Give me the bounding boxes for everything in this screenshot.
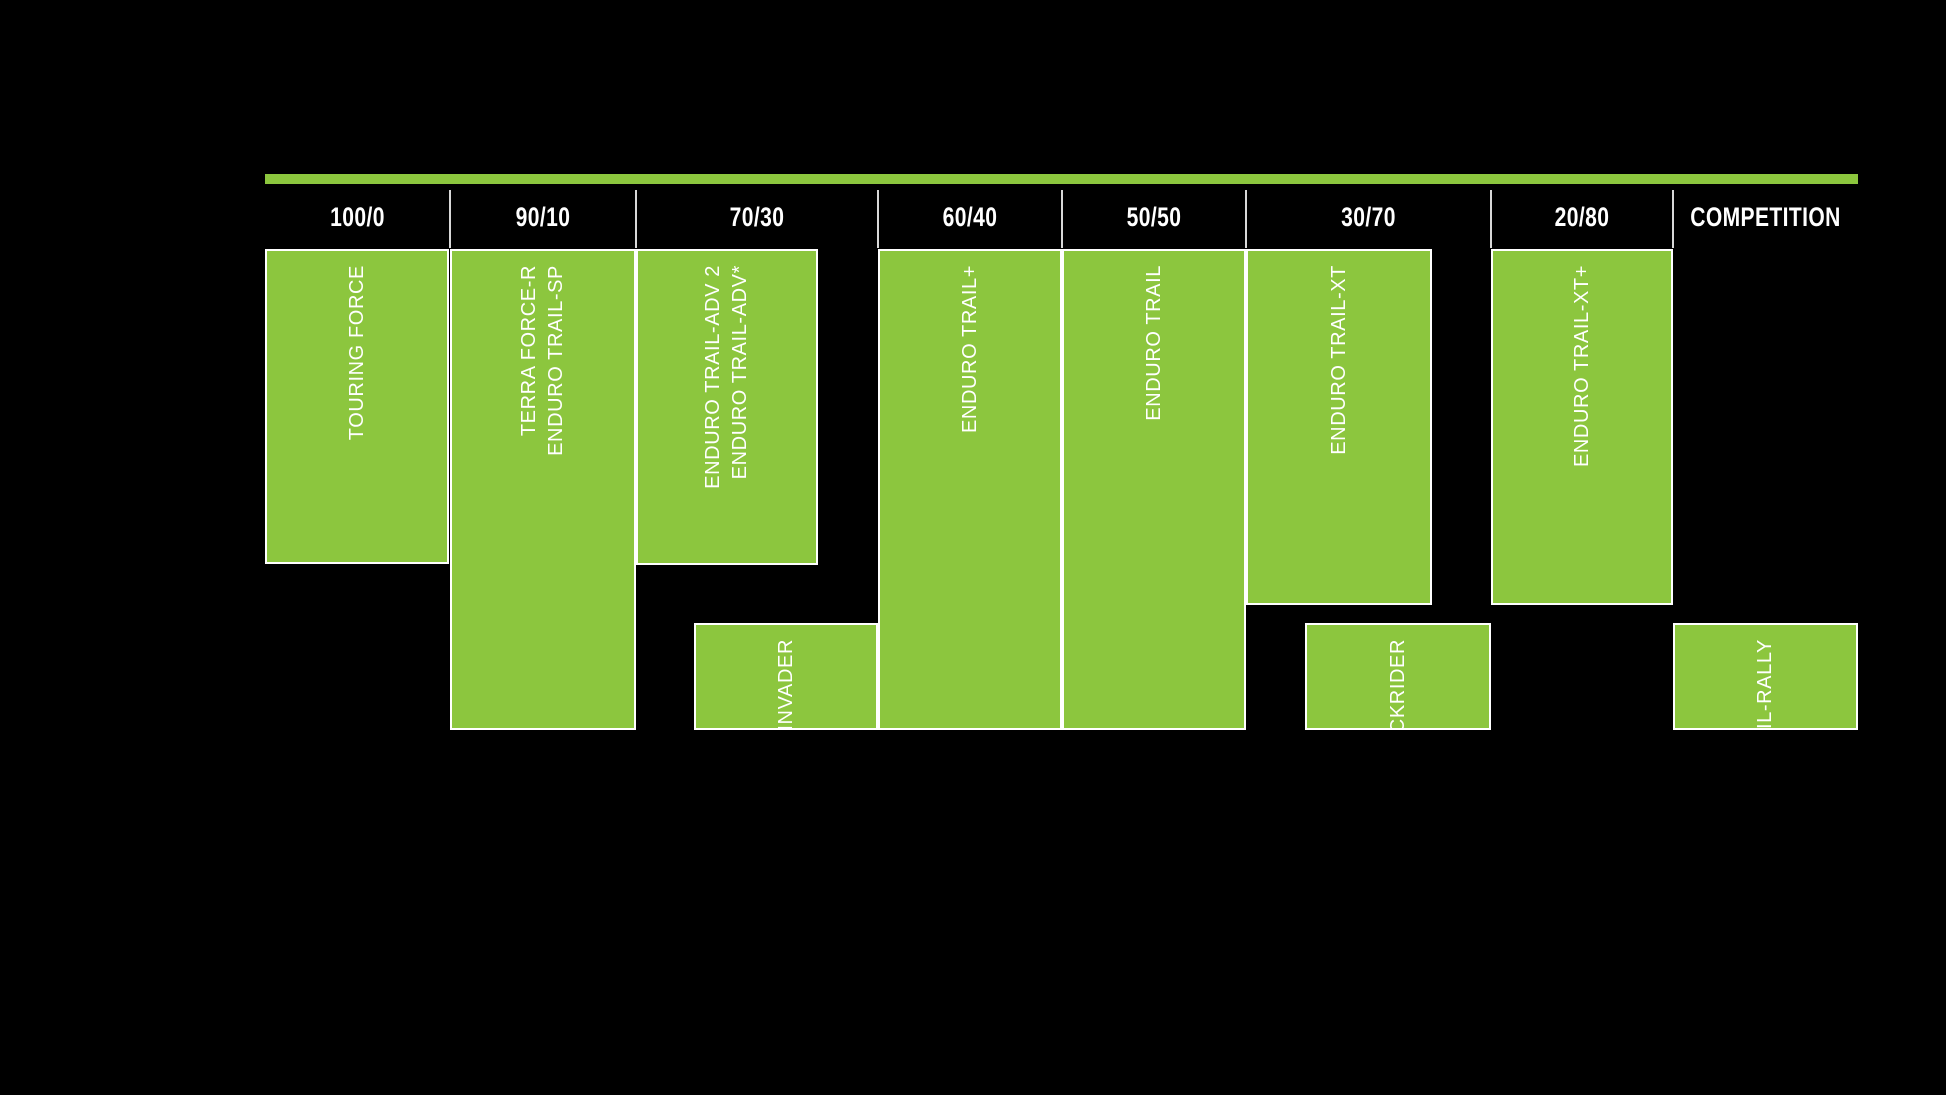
column-header-2[interactable]: 70/30 [729, 201, 785, 232]
header-separator-4 [1245, 190, 1247, 248]
bar-touring-force[interactable]: TOURING FORCE [265, 249, 449, 564]
bar-label: ENDURO TRAIL [1142, 265, 1165, 421]
bar-label: ENDURO TRAIL-SP [545, 265, 567, 456]
column-header-1[interactable]: 90/10 [515, 201, 571, 232]
bar-label: TOURING FORCE [345, 265, 368, 441]
bar-label-group: MC-24 INVADER [696, 625, 876, 728]
header-separator-5 [1490, 190, 1492, 248]
bar-label-group: TOURING FORCE [267, 251, 447, 562]
bar-label-group: ENDURO TRAIL-XT+ [1493, 251, 1671, 603]
bar-label: ENDURO TRAIL-XT+ [1570, 265, 1593, 468]
header-separator-2 [877, 190, 879, 248]
bar-enduro-trail-plus[interactable]: ENDURO TRAIL+ [878, 249, 1062, 730]
bar-mc-24-invader[interactable]: MC-24 INVADER [694, 623, 878, 730]
bar-label-group: ENDURO TRAIL-RALLY [1675, 625, 1856, 728]
header-separator-6 [1672, 190, 1674, 248]
bar-label: TERRA FORCE-R [518, 265, 540, 437]
column-header-3[interactable]: 60/40 [942, 201, 998, 232]
bar-label-group: MC-23 ROCKRIDER [1307, 625, 1489, 728]
bar-enduro-trail-xt-plus[interactable]: ENDURO TRAIL-XT+ [1491, 249, 1673, 605]
header-separator-1 [635, 190, 637, 248]
column-header-0[interactable]: 100/0 [330, 201, 385, 232]
bar-label: ENDURO TRAIL-RALLY [1752, 639, 1779, 728]
header-separator-3 [1061, 190, 1063, 248]
bar-enduro-trail-rally[interactable]: ENDURO TRAIL-RALLY [1673, 623, 1858, 730]
bar-label: MC-24 INVADER [774, 639, 797, 730]
bar-enduro-trail[interactable]: ENDURO TRAIL [1062, 249, 1246, 730]
column-header-5[interactable]: 30/70 [1341, 201, 1396, 232]
column-header-4[interactable]: 50/50 [1126, 201, 1182, 232]
header-separator-0 [449, 190, 451, 248]
bar-label-group: ENDURO TRAIL+ [880, 251, 1060, 728]
bar-label: ENDURO TRAIL-ADV* [729, 265, 751, 480]
bar-label-group: ENDURO TRAIL-XT [1248, 251, 1430, 603]
top-accent-rule [265, 174, 1858, 184]
bar-mc-23-rockrider[interactable]: MC-23 ROCKRIDER [1305, 623, 1491, 730]
column-header-7[interactable]: COMPETITION [1690, 201, 1841, 232]
bar-enduro-trail-xt[interactable]: ENDURO TRAIL-XT [1246, 249, 1432, 605]
bar-label: ENDURO TRAIL-ADV 2 [702, 265, 724, 489]
bar-label: MC-23 ROCKRIDER [1385, 639, 1412, 728]
bar-label: ENDURO TRAIL+ [958, 265, 981, 434]
bar-label: ENDURO TRAIL-XT [1327, 265, 1350, 455]
bar-label-group: ENDURO TRAIL [1064, 251, 1244, 728]
column-header-6[interactable]: 20/80 [1554, 201, 1610, 232]
